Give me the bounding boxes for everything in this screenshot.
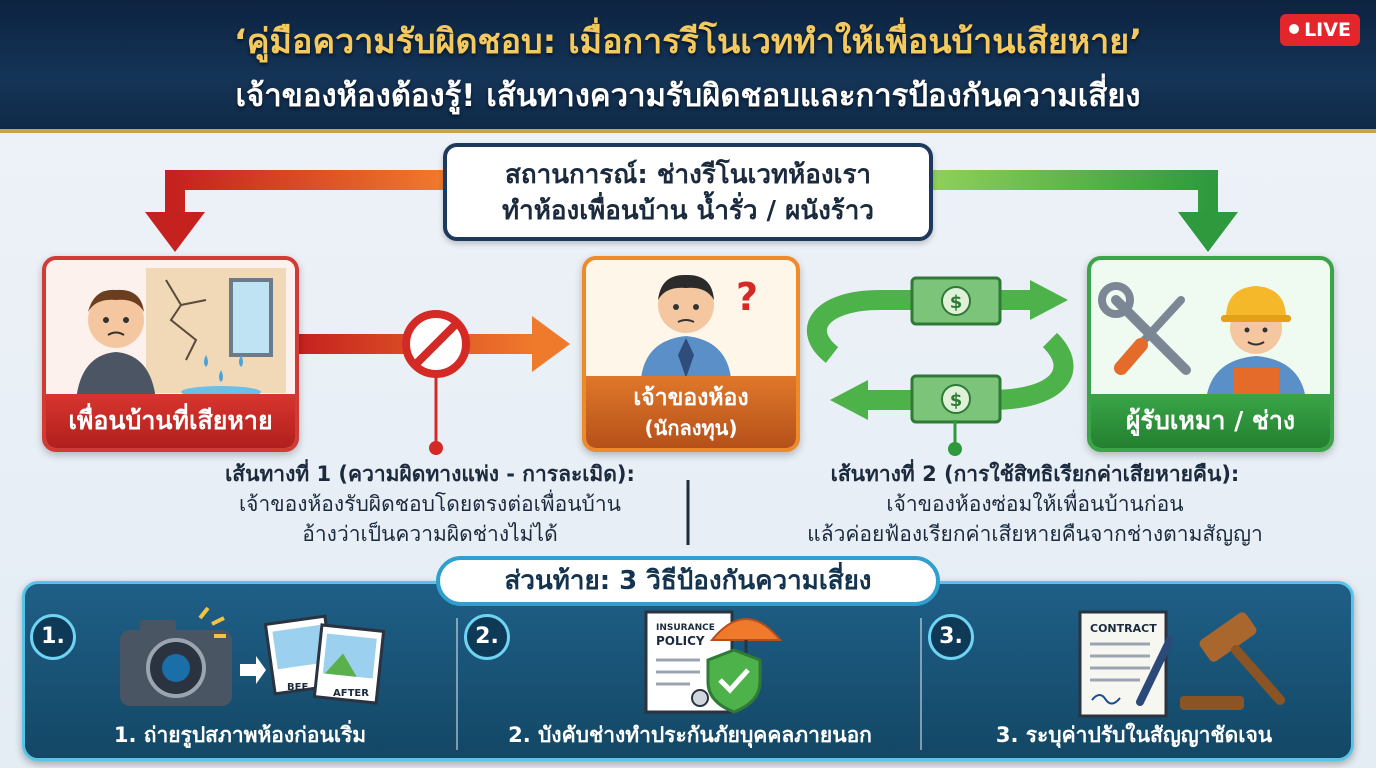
tools-icon: [1098, 282, 1191, 375]
question-mark-icon: ?: [736, 275, 758, 319]
path2-text: เส้นทางที่ 2 (การใช้สิทธิเรียกค่าเสียหาย…: [720, 459, 1350, 549]
gavel-icon: [1180, 612, 1285, 710]
shield-check-icon: [706, 648, 762, 714]
owner-illustration: ?: [641, 274, 758, 378]
page-subtitle: เจ้าของห้องต้องรู้! เส้นทางความรับผิดชอบ…: [235, 78, 1141, 114]
owner-label-main: เจ้าของห้อง: [633, 385, 749, 411]
camera-icon: [120, 606, 232, 706]
prevention-title: ส่วนท้าย: 3 วิธีป้องกันความเสี่ยง: [436, 556, 940, 606]
svg-text:$: $: [950, 390, 963, 411]
path2-dot: [948, 442, 962, 456]
policy-doc-title-1: INSURANCE: [656, 623, 715, 633]
path2-line-2: แล้วค่อยฟ้องเรียกค่าเสียหายคืนจากช่างตาม…: [807, 522, 1263, 546]
tip-divider-2: [920, 618, 922, 750]
money-icon-bottom: $: [910, 374, 1002, 424]
svg-text:$: $: [950, 292, 963, 313]
tip-1-number: 1.: [30, 614, 76, 660]
live-badge: LIVE: [1280, 14, 1360, 46]
neighbor-label: เพื่อนบ้านที่เสียหาย: [46, 394, 295, 448]
tip-1-label: 1. ถ่ายรูปสภาพห้องก่อนเริ่ม: [113, 723, 367, 747]
tip-divider-1: [456, 618, 458, 750]
scenario-line-1: สถานการณ์: ช่างรีโนเวทห้องเรา: [504, 160, 872, 190]
arrow-right-icon: [240, 656, 266, 684]
window-icon: [229, 278, 273, 357]
live-label: LIVE: [1304, 19, 1351, 41]
prohibited-icon: [402, 310, 470, 378]
tip-3-label: 3. ระบุค่าปรับในสัญญาชัดเจน: [995, 723, 1273, 747]
live-dot-icon: [1289, 23, 1300, 34]
path1-dot: [429, 441, 443, 455]
pen-icon: [1136, 636, 1174, 706]
path2-heading: เส้นทางที่ 2 (การใช้สิทธิเรียกค่าเสียหาย…: [830, 462, 1240, 486]
path1-text: เส้นทางที่ 1 (ความผิดทางแพ่ง - การละเมิด…: [170, 459, 690, 549]
policy-doc-title-2: POLICY: [656, 634, 705, 648]
path1-line-2: อ้างว่าเป็นความผิดช่างไม่ได้: [302, 522, 558, 546]
path1-heading: เส้นทางที่ 1 (ความผิดทางแพ่ง - การละเมิด…: [225, 462, 635, 486]
confused-person-icon: [658, 277, 714, 333]
contractor-label: ผู้รับเหมา / ช่าง: [1091, 394, 1330, 448]
owner-label: เจ้าของห้อง (นักลงทุน): [586, 376, 796, 448]
arrow-to-neighbor: [145, 170, 443, 252]
umbrella-icon: [709, 618, 783, 660]
path1-line-1: เจ้าของห้องรับผิดชอบโดยตรงต่อเพื่อนบ้าน: [238, 492, 622, 516]
page-title: ‘คู่มือความรับผิดชอบ: เมื่อการรีโนเวททำใ…: [233, 22, 1143, 62]
contract-document-icon: [1078, 610, 1168, 718]
scenario-box: สถานการณ์: ช่างรีโนเวทห้องเรา ทำห้องเพื่…: [443, 143, 933, 241]
worried-person-icon: [88, 292, 144, 348]
before-after-photos-icon: [263, 614, 386, 705]
neighbor-card: เพื่อนบ้านที่เสียหาย: [42, 256, 299, 452]
tip-3-number: 3.: [928, 614, 974, 660]
photo-before-label: BEF: [287, 682, 308, 693]
photo-after-label: AFTER: [333, 688, 369, 699]
contract-doc-title: CONTRACT: [1090, 622, 1157, 635]
arrow-to-contractor: [933, 170, 1238, 252]
owner-card: ? เจ้าของห้อง (นักลงทุน): [582, 256, 800, 452]
scenario-line-2: ทำห้องเพื่อนบ้าน น้ำรั่ว / ผนังร้าว: [502, 196, 874, 226]
neighbor-illustration: [76, 268, 286, 400]
owner-label-sub: (นักลงทุน): [644, 416, 738, 440]
wall-crack-icon: [165, 279, 207, 361]
money-icon-top: $: [910, 276, 1002, 326]
contractor-card: ผู้รับเหมา / ช่าง: [1087, 256, 1334, 452]
path2-line-1: เจ้าของห้องซ่อมให้เพื่อนบ้านก่อน: [886, 492, 1184, 516]
tip-2-number: 2.: [464, 614, 510, 660]
tip-2-label: 2. บังคับช่างทำประกันภัยบุคคลภายนอก: [508, 723, 872, 747]
header-banner: ‘คู่มือความรับผิดชอบ: เมื่อการรีโนเวททำใ…: [0, 0, 1376, 133]
